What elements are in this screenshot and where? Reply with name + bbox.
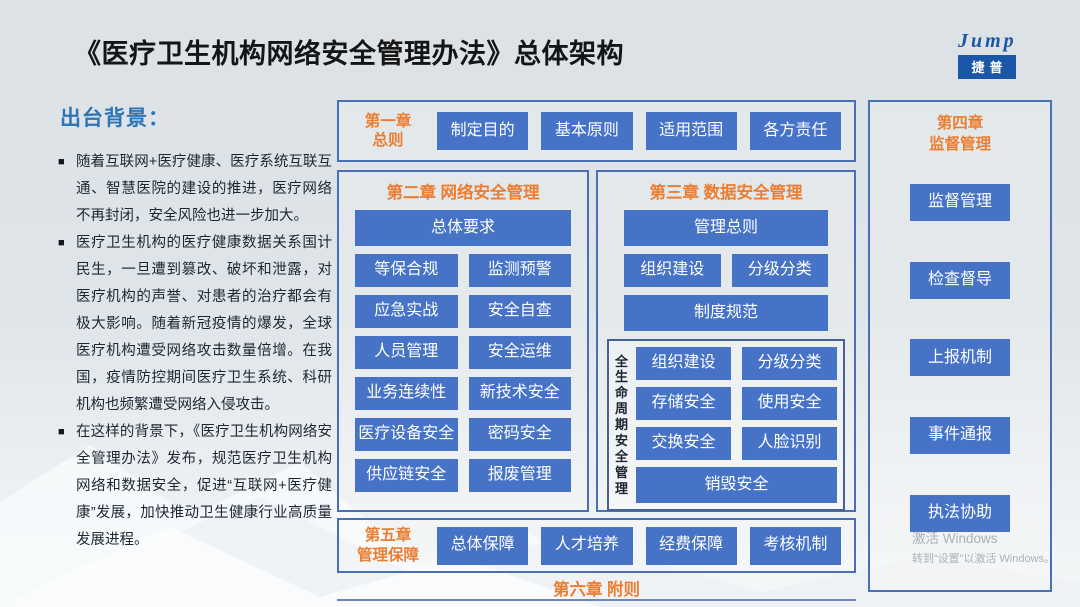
chapter5-panel: 第五章 管理保障 总体保障 人才培养 经费保障 考核机制 — [337, 518, 856, 573]
bullet-square-icon: ■ — [58, 237, 65, 249]
node-zuzhi-jianshe-2: 组织建设 — [636, 347, 731, 380]
chapter3-title: 第三章 数据安全管理 — [649, 184, 803, 202]
logo-wordmark: Jump — [958, 30, 1017, 52]
node-jiandu-guanli: 监督管理 — [910, 183, 1010, 221]
node-yiliao-shebei-anquan: 医疗设备安全 — [355, 418, 458, 451]
node-gefang-zeren: 各方责任 — [749, 112, 841, 150]
node-anquan-zicha: 安全自查 — [468, 295, 571, 328]
logo-badge: 捷普 — [958, 55, 1016, 79]
node-shijian-tongbao: 事件通报 — [910, 417, 1010, 455]
node-yewu-lianxuxing: 业务连续性 — [355, 377, 458, 410]
windows-activation-watermark: 激活 Windows 转到“设置”以激活 Windows。 — [912, 527, 1055, 566]
node-mima-anquan: 密码安全 — [468, 418, 571, 451]
lifecycle-row: 组织建设 分级分类 — [636, 347, 837, 380]
node-zuzhi-jianshe: 组织建设 — [624, 254, 721, 287]
node-zhidu-guifan: 制度规范 — [624, 295, 828, 331]
chapter4-panel: 第四章 监督管理 监督管理 检查督导 上报机制 事件通报 执法协助 — [868, 100, 1052, 592]
chapter1-panel: 第一章 总则 制定目的 基本原则 适用范围 各方责任 — [337, 100, 856, 162]
lifecycle-row: 存储安全 使用安全 — [636, 387, 837, 420]
node-cunchu-anquan: 存储安全 — [636, 387, 731, 420]
node-shiyong-fanwei: 适用范围 — [645, 112, 737, 150]
bullet-text: 随着互联网+医疗健康、医疗系统互联互通、智慧医院的建设的推进，医疗网络不再封闭，… — [76, 154, 332, 224]
chapter2-title: 第二章 网络安全管理 — [386, 184, 540, 202]
bullet-square-icon: ■ — [58, 426, 65, 438]
node-yingji-shizhan: 应急实战 — [355, 295, 458, 328]
lifecycle-label: 全生命周期安全管理 — [614, 353, 628, 496]
node-jiancha-dudao: 检查督导 — [910, 261, 1010, 299]
node-fenji-fenlei-2: 分级分类 — [742, 347, 837, 380]
node-guanli-zongze: 管理总则 — [624, 210, 828, 246]
background-heading: 出台背景： — [60, 107, 170, 130]
chapter2-row: 等保合规 监测预警 — [355, 254, 571, 287]
node-baofei-guanli: 报废管理 — [468, 459, 571, 492]
watermark-line2: 转到“设置”以激活 Windows。 — [912, 553, 1056, 565]
node-zhiding-mudi: 制定目的 — [437, 112, 529, 150]
node-jiaohuan-anquan: 交换安全 — [636, 427, 731, 460]
mountain-background — [0, 445, 1080, 607]
node-zhifa-xiezhu: 执法协助 — [910, 494, 1010, 532]
node-xinjishu-anquan: 新技术安全 — [468, 377, 571, 410]
chapter2-row: 人员管理 安全运维 — [355, 336, 571, 369]
lifecycle-body: 组织建设 分级分类 存储安全 使用安全 交换安全 人脸识别 销毁安全 — [636, 347, 837, 503]
chapter4-body: 监督管理 检查督导 上报机制 事件通报 执法协助 — [870, 158, 1050, 558]
background-bullet-list: ■ 随着互联网+医疗健康、医疗系统互联互通、智慧医院的建设的推进，医疗网络不再封… — [58, 149, 332, 554]
chapter5-label: 第五章 管理保障 — [356, 527, 419, 564]
chapter2-row: 医疗设备安全 密码安全 — [355, 418, 571, 451]
node-fenji-fenlei: 分级分类 — [731, 254, 828, 287]
chapter2-row: 应急实战 安全自查 — [355, 295, 571, 328]
chapter1-label: 第一章 总则 — [364, 112, 412, 149]
watermark-line1: 激活 Windows — [912, 531, 998, 546]
chapter6-underline — [337, 599, 856, 601]
list-item: ■ 医疗卫生机构的医疗健康数据关系国计民生，一旦遭到篡改、破坏和泄露，对医疗机构… — [58, 230, 332, 419]
node-jiance-yujing: 监测预警 — [468, 254, 571, 287]
node-gongyinglian-anquan: 供应链安全 — [355, 459, 458, 492]
list-item: ■ 在这样的背景下，《医疗卫生机构网络安全管理办法》发布，规范医疗卫生机构网络和… — [58, 419, 332, 554]
node-shangbao-jizhi: 上报机制 — [910, 339, 1010, 377]
node-shiyong-anquan: 使用安全 — [742, 387, 837, 420]
node-xiaohui-anquan: 销毁安全 — [636, 467, 837, 503]
chapter1-row: 第一章 总则 制定目的 基本原则 适用范围 各方责任 — [339, 102, 854, 160]
lifecycle-row: 交换安全 人脸识别 — [636, 427, 837, 460]
page-title: 《医疗卫生机构网络安全管理办法》总体架构 — [74, 39, 624, 69]
chapter3-row: 组织建设 分级分类 — [624, 254, 828, 287]
node-renyuan-guanli: 人员管理 — [355, 336, 458, 369]
lifecycle-panel: 全生命周期安全管理 组织建设 分级分类 存储安全 使用安全 交换安全 人脸识别 … — [607, 339, 845, 511]
node-renlian-shibie: 人脸识别 — [742, 427, 837, 460]
bullet-text: 医疗卫生机构的医疗健康数据关系国计民生，一旦遭到篡改、破坏和泄露，对医疗机构的声… — [76, 235, 332, 413]
node-anquan-yunwei: 安全运维 — [468, 336, 571, 369]
node-jiben-yuanze: 基本原则 — [541, 112, 633, 150]
node-kaohe-jizhi: 考核机制 — [749, 526, 841, 565]
node-zongti-baozhang: 总体保障 — [437, 526, 529, 565]
chapter2-row: 业务连续性 新技术安全 — [355, 377, 571, 410]
node-dengbao-hegui: 等保合规 — [355, 254, 458, 287]
bullet-text: 在这样的背景下，《医疗卫生机构网络安全管理办法》发布，规范医疗卫生机构网络和数据… — [76, 424, 332, 548]
list-item: ■ 随着互联网+医疗健康、医疗系统互联互通、智慧医院的建设的推进，医疗网络不再封… — [58, 149, 332, 230]
node-rencai-peiyang: 人才培养 — [541, 526, 633, 565]
chapter2-panel: 第二章 网络安全管理 总体要求 等保合规 监测预警 应急实战 安全自查 人员管理… — [337, 170, 589, 512]
chapter2-row: 供应链安全 报废管理 — [355, 459, 571, 492]
chapter3-body: 管理总则 组织建设 分级分类 制度规范 全生命周期安全管理 组织建设 分级分类 … — [598, 205, 854, 519]
chapter3-panel: 第三章 数据安全管理 管理总则 组织建设 分级分类 制度规范 全生命周期安全管理… — [596, 170, 856, 512]
bullet-square-icon: ■ — [58, 156, 65, 168]
chapter5-row: 第五章 管理保障 总体保障 人才培养 经费保障 考核机制 — [339, 520, 854, 571]
node-jingfei-baozhang: 经费保障 — [645, 526, 737, 565]
chapter6-title: 第六章 附则 — [552, 581, 641, 599]
jump-logo: Jump 捷普 — [958, 30, 1016, 79]
chapter4-title: 第四章 监督管理 — [928, 115, 991, 153]
chapter2-body: 总体要求 等保合规 监测预警 应急实战 安全自查 人员管理 安全运维 业务连续性… — [339, 205, 587, 502]
node-zongti-yaoqiu: 总体要求 — [355, 210, 571, 246]
